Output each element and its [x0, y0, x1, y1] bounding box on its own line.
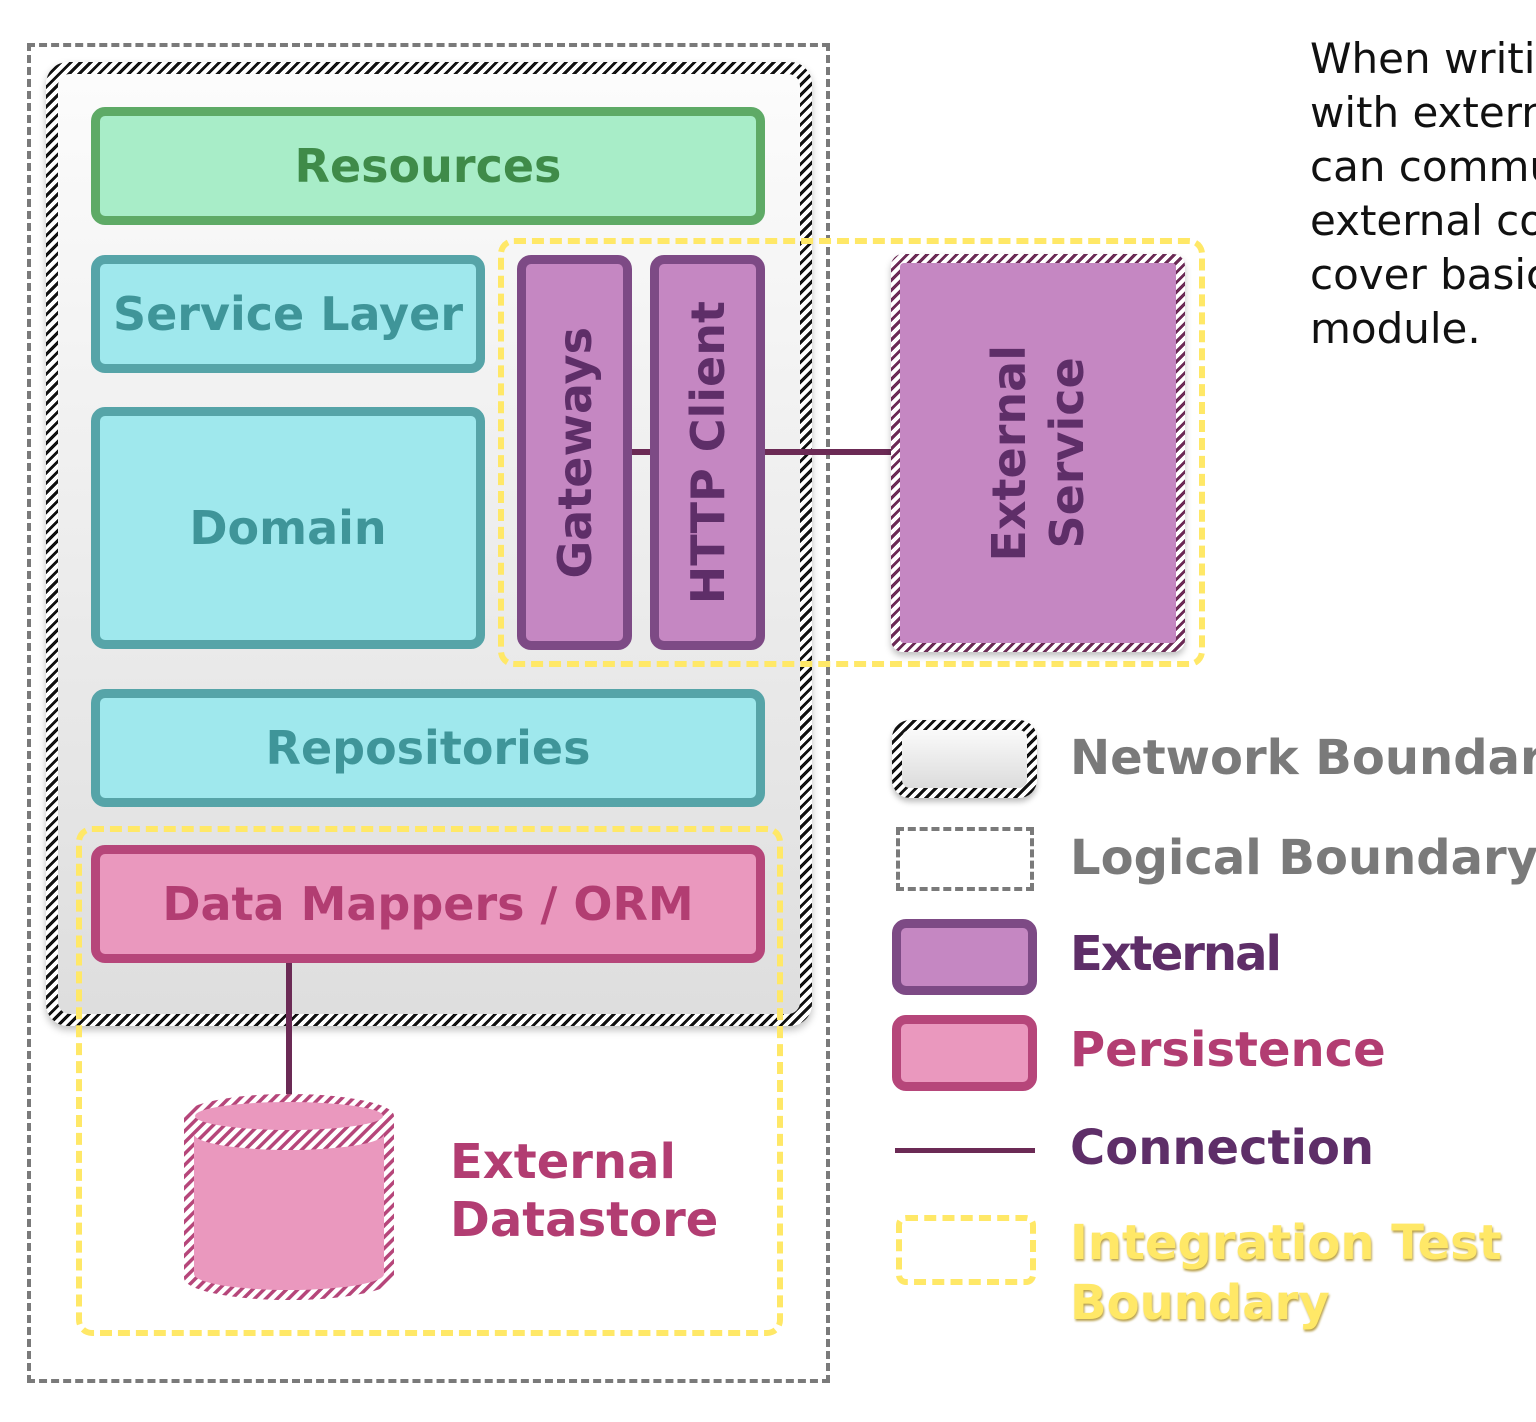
legend-integration-swatch [896, 1215, 1036, 1285]
legend-network-swatch [892, 720, 1037, 798]
legend-integration-line1: Integration Test [1070, 1215, 1502, 1271]
integration-test-boundary-datastore [76, 826, 783, 1336]
domain-box: Domain [91, 407, 485, 649]
external-service-line1: External [982, 344, 1036, 562]
legend-connection-label: Connection [1070, 1120, 1375, 1176]
connection-orm-datastore [286, 955, 292, 1105]
datastore-cylinder-icon [184, 1094, 394, 1300]
legend-network-label: Network Boundary [1070, 730, 1536, 786]
side-line-1: When writi [1310, 34, 1536, 83]
external-datastore-line2: Datastore [450, 1192, 719, 1248]
side-paragraph: When writi with extern can commu externa… [1310, 32, 1536, 356]
resources-box: Resources [91, 107, 765, 225]
http-client-label: HTTP Client [680, 300, 735, 605]
external-service-box: External Service [891, 254, 1185, 652]
legend-integration-line2: Boundary [1070, 1275, 1330, 1331]
gateways-box: Gateways [517, 255, 632, 650]
logical-boundary [27, 43, 830, 1383]
service-layer-label: Service Layer [112, 287, 464, 341]
external-datastore-line1: External [450, 1134, 676, 1190]
resources-label: Resources [294, 139, 562, 193]
external-service-line2: Service [1040, 357, 1094, 549]
side-line-3: can commu [1310, 142, 1536, 191]
legend-logical-swatch [896, 827, 1034, 891]
side-line-2: with extern [1310, 88, 1536, 137]
repositories-box: Repositories [91, 689, 765, 807]
legend-persistence-swatch [892, 1015, 1037, 1091]
data-mappers-label: Data Mappers / ORM [162, 877, 694, 931]
gateways-label: Gateways [547, 326, 602, 579]
legend-integration-label: Integration Test Boundary [1070, 1213, 1502, 1333]
service-layer-box: Service Layer [91, 255, 485, 373]
external-datastore-label: External Datastore [450, 1133, 718, 1249]
side-line-5: cover basic [1310, 250, 1536, 299]
connection-gateways-http [622, 449, 662, 455]
side-line-6: module. [1310, 304, 1481, 353]
legend-connection-line [895, 1148, 1035, 1153]
repositories-label: Repositories [265, 721, 591, 775]
data-mappers-box: Data Mappers / ORM [91, 845, 765, 963]
side-line-4: external co [1310, 196, 1536, 245]
legend-external-label: External [1070, 926, 1282, 982]
domain-label: Domain [189, 501, 387, 555]
connection-http-external-service [756, 449, 896, 455]
http-client-box: HTTP Client [650, 255, 765, 650]
legend-persistence-label: Persistence [1070, 1022, 1386, 1078]
legend-logical-label: Logical Boundary [1070, 830, 1536, 886]
integration-test-boundary-gateways [498, 238, 1205, 667]
legend-external-swatch [892, 919, 1037, 995]
